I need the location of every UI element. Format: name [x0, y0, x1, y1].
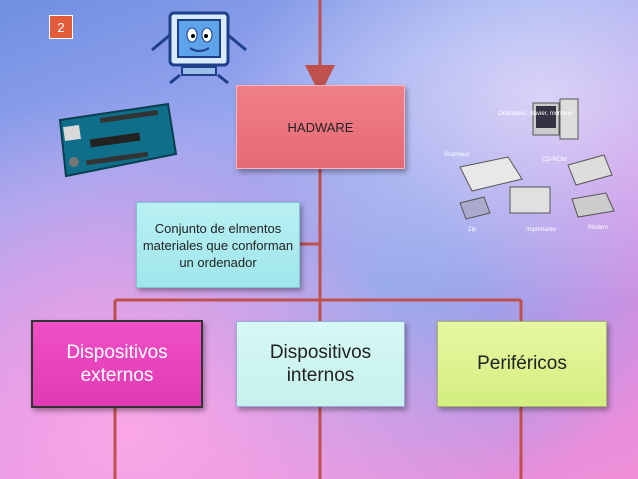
peripheral-label-zip: Zip	[468, 227, 477, 233]
description-node: Conjunto de elmentos materiales que conf…	[136, 202, 300, 288]
description-label: Conjunto de elmentos materiales que conf…	[142, 220, 294, 270]
external-devices-label: Dispositivos externos	[66, 342, 168, 386]
peripheral-label-printer: Imprimante	[526, 227, 557, 233]
peripherals-image: Ordinateur, clavier, moniteur Scanneur C…	[444, 98, 615, 233]
peripheral-label-modem: Modem	[588, 225, 608, 231]
internal-devices-node: Dispositivos internos	[236, 321, 405, 407]
hadware-label: HADWARE	[287, 119, 354, 135]
peripherals-node: Periféricos	[437, 321, 607, 407]
slide-number: 2	[49, 15, 73, 39]
peripheral-label-scanner: Scanneur	[444, 152, 470, 158]
internal-devices-label: Dispositivos internos	[269, 342, 372, 386]
hadware-node: HADWARE	[236, 85, 405, 169]
circuit-board-image	[58, 102, 178, 178]
computer-mascot-image	[151, 11, 247, 85]
external-devices-node: Dispositivos externos	[31, 320, 203, 408]
peripherals-label: Periféricos	[477, 353, 567, 374]
peripheral-label-cdrom: CD-ROM	[542, 157, 567, 163]
peripheral-label-computer: Ordinateur, clavier, moniteur	[498, 111, 573, 117]
